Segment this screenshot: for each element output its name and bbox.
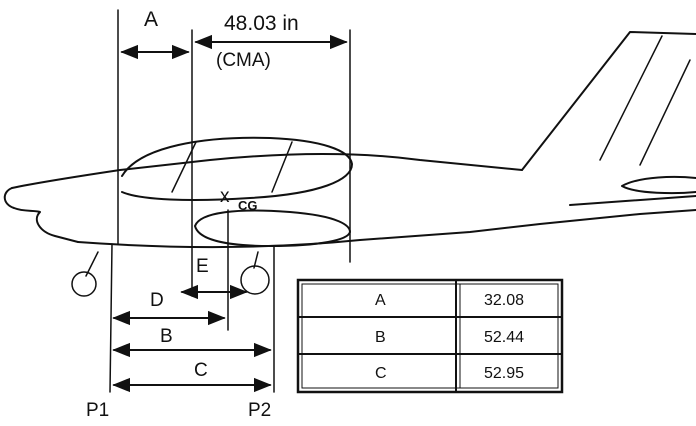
cma-note-label: (CMA) (216, 50, 271, 71)
dimension-arrows (112, 34, 348, 393)
p1-label: P1 (86, 400, 109, 421)
table-row-a-key: A (375, 292, 386, 309)
d-dimension-label: D (150, 290, 164, 311)
table-row-b-key: B (375, 329, 386, 346)
cma-value-label: 48.03 in (224, 12, 299, 35)
values-table: A 32.08 B 52.44 C 52.95 (296, 278, 564, 394)
table-row-c-value: 52.95 (484, 365, 524, 382)
b-dimension-label: B (160, 326, 173, 347)
a-dimension-label: A (144, 8, 158, 31)
c-dimension-label: C (194, 360, 208, 381)
p2-label: P2 (248, 400, 271, 421)
cg-mark: x (220, 186, 230, 207)
table-row-a-value: 32.08 (484, 292, 524, 309)
table-row-c-key: C (375, 365, 387, 382)
reference-lines (109, 9, 351, 393)
cg-label: CG (238, 198, 258, 213)
e-dimension-label: E (196, 256, 209, 277)
table-row-b-value: 52.44 (484, 329, 524, 346)
